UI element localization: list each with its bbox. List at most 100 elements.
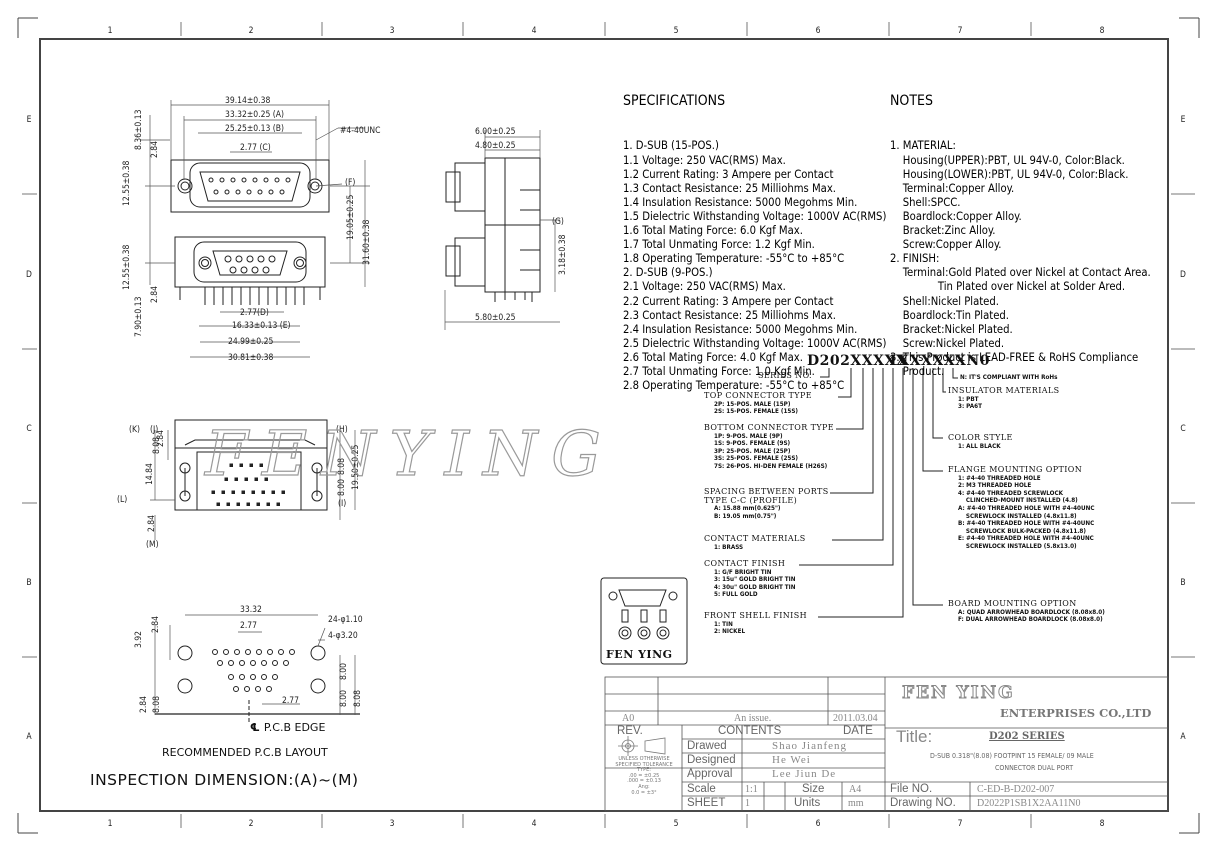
column-label: 3	[390, 26, 395, 36]
text-line: 1.3 Contact Resistance: 25 Milliohms Max…	[623, 181, 836, 195]
option-line: SCREWLOCK INSTALLED (4.8x11.8)	[958, 512, 1077, 520]
pin	[249, 463, 253, 467]
option-line: SCREWLOCK INSTALLED (5.8x13.0)	[958, 542, 1077, 550]
text-line: 2.4 Insulation Resistance: 5000 Megohms …	[623, 322, 858, 336]
file-no-label: File NO.	[890, 783, 933, 795]
watermark: FENYING	[204, 417, 615, 490]
text-line: Screw:Nickel Plated.	[890, 336, 1005, 350]
rev-value: A0	[622, 713, 635, 724]
designed-value: He Wei	[772, 754, 811, 766]
pcb-hole	[245, 649, 251, 655]
pin	[236, 502, 240, 506]
option-line: 3S: 25-POS. FEMALE (25S)	[714, 455, 799, 463]
pin-hole	[268, 189, 274, 195]
option-line: 2P: 15-POS. MALE (15P)	[714, 400, 791, 408]
option-title: FRONT SHELL FINISH	[704, 611, 808, 620]
title-label: Title:	[896, 727, 933, 746]
dimension-label: 2.84	[156, 430, 166, 447]
pin	[211, 490, 215, 494]
pin-hole	[235, 255, 243, 263]
drawed-value: Shao Jianfeng	[772, 740, 848, 752]
option-line: E: #4-40 THREADED HOLE WITH #4-40UNC	[958, 535, 1094, 543]
option-title: BOTTOM CONNECTOR TYPE	[704, 423, 835, 432]
option-line: 1: BRASS	[714, 543, 744, 551]
dimension-label: 8.08	[337, 458, 347, 475]
text-line: 2.5 Dielectric Withstanding Voltage: 100…	[623, 336, 887, 350]
pin	[276, 502, 280, 506]
row-label: D	[26, 270, 32, 280]
text-line: Tin Plated over Nickel at Solder Ared.	[890, 280, 1126, 294]
option-series-no: SERIES NO.	[758, 371, 812, 380]
pin	[234, 477, 238, 481]
text-line: Boardlock:Copper Alloy.	[890, 209, 1022, 223]
title-value: D202 SERIES	[989, 731, 1065, 742]
text-line: Terminal:Copper Alloy.	[890, 181, 1015, 195]
tolerance-symbol	[618, 736, 666, 756]
option-line: 1: TIN	[714, 620, 733, 628]
text-line: 2.3 Contact Resistance: 25 Milliohms Max…	[623, 308, 836, 322]
side-view	[444, 130, 560, 330]
column-label: 4	[532, 819, 537, 829]
dimension-label: 12.55±0.38	[122, 245, 132, 290]
column-label: 6	[816, 819, 821, 829]
option-line: A: #4-40 THREADED HOLE WITH #4-40UNC	[958, 504, 1095, 512]
dimension-label: 24-φ1.10	[328, 615, 363, 625]
text-line: 2.7 Total Unmating Force: 1.0 Kgf Min.	[623, 364, 815, 378]
option-line: 2: M3 THREADED HOLE	[958, 482, 1032, 490]
text-line: 1.2 Current Rating: 3 Ampere per Contact	[623, 167, 834, 181]
rev-date: 2011.03.04	[833, 713, 878, 724]
pin	[259, 463, 263, 467]
pcb-hole	[223, 649, 229, 655]
text-line: 1. D-SUB (15-POS.)	[623, 139, 719, 153]
pcb-hole	[234, 649, 240, 655]
column-label: 5	[674, 26, 679, 36]
option-line: 1S: 9-POS. FEMALE (9S)	[714, 440, 791, 448]
approval-label: Approval	[687, 768, 733, 780]
dimension-label: 8.00	[339, 690, 349, 707]
dimension-label: (H)	[336, 425, 348, 435]
dimension-label: 3.92	[134, 631, 144, 648]
pcb-hole	[228, 660, 234, 666]
dimension-label: 8.36±0.13	[134, 109, 144, 150]
dimension-label: 25.25±0.13 (B)	[225, 124, 284, 134]
dimension-label: (M)	[146, 540, 159, 550]
units-value: mm	[848, 798, 864, 809]
column-label: 7	[958, 26, 963, 36]
row-label: C	[26, 424, 31, 434]
dimension-label: 2.77	[240, 621, 257, 631]
dimension-label: (F)	[345, 178, 355, 188]
pin	[251, 490, 255, 494]
pin	[254, 477, 258, 481]
pin-hole	[268, 255, 276, 263]
text-line: 2.2 Current Rating: 3 Ampere per Contact	[623, 294, 834, 308]
designed-label: Designed	[687, 754, 736, 766]
pin	[224, 477, 228, 481]
option-rohs: N: IT'S COMPLIANT WITH RoHs	[960, 374, 1058, 381]
text-line: Terminal:Gold Plated over Nickel at Cont…	[890, 266, 1151, 280]
inspection-dimension: INSPECTION DIMENSION:(A)~(M)	[90, 771, 359, 789]
tolerance-line: UNLESS OTHERWISE	[618, 756, 670, 762]
notes: NOTES 1. MATERIAL: Housing(UPPER):PBT, U…	[890, 66, 1151, 393]
pin-hole	[263, 177, 269, 183]
drawing-no-value: D2022P1SB1X2AA11N0	[977, 798, 1081, 809]
pcb-hole	[255, 686, 261, 692]
dimension-label: (G)	[552, 217, 564, 227]
tolerance-line: TYPE:	[637, 767, 651, 774]
pin-hole	[257, 255, 265, 263]
text-line: Product.	[890, 364, 945, 378]
dimension-label: 6.00±0.25	[475, 127, 516, 137]
dimension-label: #4-40UNC	[340, 126, 380, 136]
pin	[256, 502, 260, 506]
pcb-hole	[272, 674, 278, 680]
date-header: DATE	[843, 725, 873, 737]
pin-hole	[208, 177, 214, 183]
center-mark: ℄	[250, 721, 260, 734]
pcb-hole	[250, 674, 256, 680]
specifications-lines: 1. D-SUB (15-POS.)1.1 Voltage: 250 VAC(R…	[623, 139, 886, 393]
